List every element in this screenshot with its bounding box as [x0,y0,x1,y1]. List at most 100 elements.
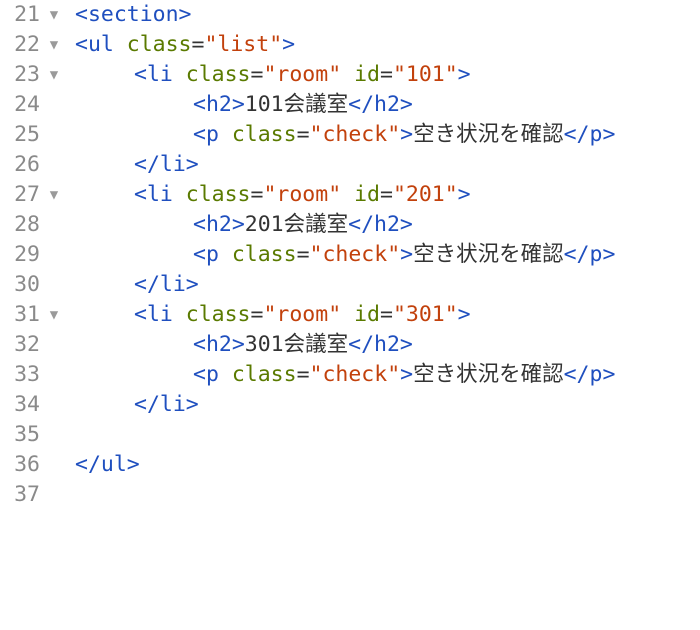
code-line[interactable]: 34 </li> [0,390,700,420]
equals-sign: = [250,302,264,327]
code-line[interactable]: 31 ▼ <li class="room" id="301"> [0,300,700,330]
line-number: 35 [14,422,40,447]
heading-text: 101会議室 [244,92,349,117]
paragraph-text: 空き状況を確認 [413,242,564,267]
tag-li-close: </li> [134,392,199,417]
code-line[interactable]: 27 ▼ <li class="room" id="201"> [0,180,700,210]
line-number: 34 [14,392,40,417]
attribute-value: "check" [309,362,401,387]
fold-arrow-icon[interactable]: ▼ [49,67,59,83]
tag-li-open: <li [134,302,186,327]
equals-sign: = [191,32,205,57]
line-number: 25 [14,122,40,147]
attribute-name: class [185,302,251,327]
tag-close-bracket: > [282,32,296,57]
attribute-value: "301" [392,302,458,327]
line-number: 22 [14,32,40,57]
heading-text: 301会議室 [244,332,349,357]
fold-arrow-icon[interactable]: ▼ [49,37,59,53]
tag-h2-close: </h2> [348,332,413,357]
code-line[interactable]: 28 <h2>201会議室</h2> [0,210,700,240]
tag-h2-close: </h2> [348,212,413,237]
attribute-name: class [231,122,297,147]
attribute-value: "101" [392,62,458,87]
paragraph-text: 空き状況を確認 [413,362,564,387]
tag-li-close: </li> [134,152,199,177]
tag-p-open: <p [193,242,232,267]
attribute-name: id [354,302,380,327]
attribute-name: class [185,182,251,207]
equals-sign: = [296,242,310,267]
equals-sign: = [250,62,264,87]
tag-close-bracket: > [457,302,471,327]
tag-p-open: <p [193,122,232,147]
equals-sign: = [379,182,393,207]
fold-arrow-icon[interactable]: ▼ [49,307,59,323]
attribute-name: class [126,32,192,57]
code-line[interactable]: 36 </ul> [0,450,700,480]
tag-h2-close: </h2> [348,92,413,117]
line-number: 37 [14,482,40,507]
tag-h2-open: <h2> [193,92,245,117]
line-number: 33 [14,362,40,387]
tag-close-bracket: > [400,362,414,387]
tag-close-bracket: > [457,182,471,207]
tag-section-open: <section> [75,2,192,27]
line-number: 29 [14,242,40,267]
attribute-name: id [354,182,380,207]
code-line[interactable]: 21 ▼ <section> [0,0,700,30]
line-number: 27 [14,182,40,207]
tag-close-bracket: > [457,62,471,87]
attribute-value: "list" [204,32,283,57]
tag-p-close: </p> [563,122,616,147]
attribute-value: "201" [392,182,458,207]
tag-li-close: </li> [134,272,199,297]
code-line[interactable]: 33 <p class="check">空き状況を確認</p> [0,360,700,390]
space [341,302,354,327]
code-line[interactable]: 25 <p class="check">空き状況を確認</p> [0,120,700,150]
line-number: 21 [14,2,40,27]
fold-arrow-icon[interactable]: ▼ [49,187,59,203]
space [341,182,354,207]
code-line[interactable]: 29 <p class="check">空き状況を確認</p> [0,240,700,270]
line-number: 28 [14,212,40,237]
fold-arrow-icon[interactable]: ▼ [49,7,59,23]
tag-li-open: <li [134,62,186,87]
equals-sign: = [296,122,310,147]
code-editor[interactable]: 21 ▼ <section> 22 ▼ <ul class="list"> 23… [0,0,700,507]
attribute-value: "room" [263,182,342,207]
line-number: 23 [14,62,40,87]
tag-ul-close: </ul> [75,452,140,477]
attribute-name: class [185,62,251,87]
equals-sign: = [379,62,393,87]
attribute-value: "room" [263,62,342,87]
line-number: 36 [14,452,40,477]
line-number: 30 [14,272,40,297]
tag-p-close: </p> [563,242,616,267]
equals-sign: = [379,302,393,327]
code-line[interactable]: 37 [0,480,700,510]
tag-close-bracket: > [400,242,414,267]
line-number: 24 [14,92,40,117]
attribute-name: class [231,242,297,267]
paragraph-text: 空き状況を確認 [413,122,564,147]
tag-ul-open: <ul [75,32,127,57]
attribute-value: "check" [309,242,401,267]
tag-h2-open: <h2> [193,212,245,237]
code-line[interactable]: 32 <h2>301会議室</h2> [0,330,700,360]
code-line[interactable]: 26 </li> [0,150,700,180]
tag-li-open: <li [134,182,186,207]
tag-h2-open: <h2> [193,332,245,357]
code-line[interactable]: 23 ▼ <li class="room" id="101"> [0,60,700,90]
tag-p-open: <p [193,362,232,387]
heading-text: 201会議室 [244,212,349,237]
attribute-value: "check" [309,122,401,147]
code-line[interactable]: 35 [0,420,700,450]
line-number: 31 [14,302,40,327]
code-line[interactable]: 30 </li> [0,270,700,300]
code-line[interactable]: 22 ▼ <ul class="list"> [0,30,700,60]
space [341,62,354,87]
code-line[interactable]: 24 <h2>101会議室</h2> [0,90,700,120]
line-number: 32 [14,332,40,357]
attribute-value: "room" [263,302,342,327]
